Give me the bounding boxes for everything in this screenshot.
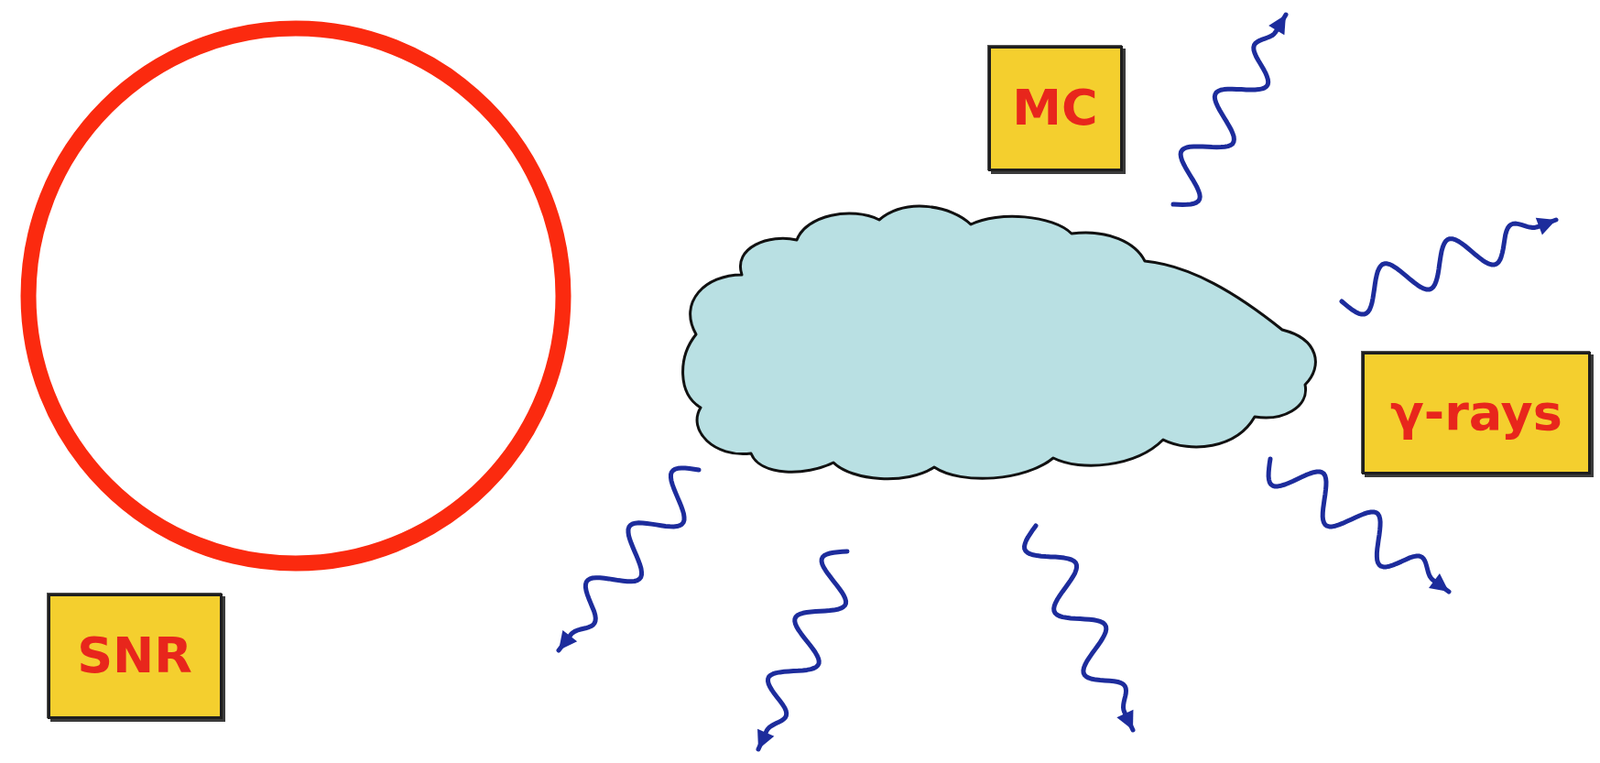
gamma-ray-arrowhead [1535, 217, 1557, 236]
label-text: γ-rays [1390, 385, 1563, 440]
label-box: SNR [47, 593, 223, 719]
gamma-ray-wave [558, 468, 699, 651]
label-box: γ-rays [1361, 351, 1591, 475]
gamma-ray-wave [1341, 219, 1557, 315]
gamma-ray-wave [758, 551, 848, 750]
gamma-ray-arrowhead [1116, 709, 1133, 730]
snr-shell [28, 28, 564, 564]
molecular-cloud [683, 206, 1317, 479]
label-text: SNR [76, 628, 193, 683]
label-box: MC [988, 45, 1123, 172]
gamma-ray-wave [1173, 14, 1286, 205]
label-text: MC [1012, 80, 1098, 135]
gamma-ray-wave [1268, 458, 1449, 592]
gamma-ray-arrowhead [1268, 14, 1286, 35]
gamma-ray-arrowhead [1428, 573, 1449, 592]
gamma-ray-wave [1024, 525, 1134, 730]
gamma-ray-arrowhead [558, 630, 577, 651]
gamma-ray-arrowhead [757, 729, 774, 750]
